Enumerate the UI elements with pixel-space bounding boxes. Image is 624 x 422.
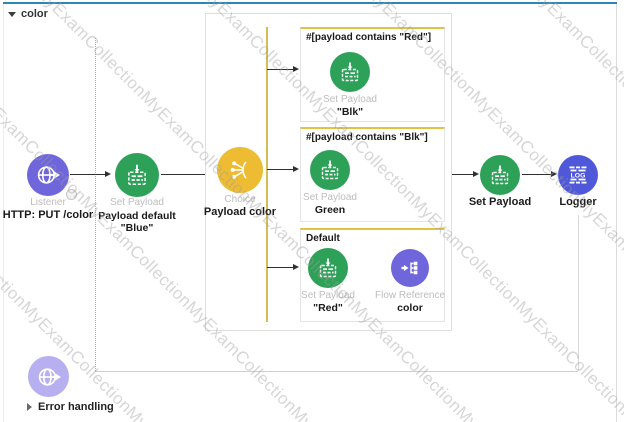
listener-type-label: Listener xyxy=(30,197,66,208)
set-payload-icon xyxy=(316,256,340,280)
flow-right-border xyxy=(578,215,579,371)
flow-reference-name-label: color xyxy=(397,302,423,314)
choice-type-label: Choice xyxy=(224,194,256,205)
expand-triangle-icon xyxy=(27,403,32,411)
logger-icon: LOG xyxy=(566,163,590,187)
flow-title: color xyxy=(21,8,48,20)
choice-branch-rail xyxy=(266,27,268,322)
branch-1-set-payload-node[interactable] xyxy=(330,52,370,92)
http-globe-icon xyxy=(36,364,62,390)
set-payload-final-node[interactable] xyxy=(480,155,520,195)
listener-name-label: HTTP: PUT /color xyxy=(2,209,94,221)
set-payload-1-node[interactable] xyxy=(115,153,159,197)
branch-3-type-label: Set Payload xyxy=(301,290,355,301)
logger-node[interactable]: LOG xyxy=(558,155,598,195)
svg-text:LOG: LOG xyxy=(571,173,586,180)
listener-node[interactable] xyxy=(27,154,69,196)
set-payload-final-label: Set Payload xyxy=(468,196,532,208)
set-payload-icon xyxy=(488,163,512,187)
canvas-right-border xyxy=(616,4,617,422)
listener-badge xyxy=(66,189,77,200)
canvas-left-border xyxy=(3,4,4,422)
choice-branch-icon xyxy=(227,157,253,183)
flow-collapse-toggle[interactable]: color xyxy=(8,7,48,21)
flow-bottom-border xyxy=(95,371,578,372)
logger-label: Logger xyxy=(559,196,597,208)
choice-name-label: Payload color xyxy=(203,206,277,218)
arrow-rail-to-branch2 xyxy=(267,166,299,172)
branch-2-type-label: Set Payload xyxy=(303,192,357,203)
ghost-listener-icon xyxy=(28,356,69,397)
arrow-rail-to-branch3 xyxy=(267,264,299,270)
selected-flow-top-accent xyxy=(3,2,617,4)
choice-when-branch-1[interactable]: #[payload contains "Red"] xyxy=(300,27,445,122)
set-payload-icon xyxy=(124,162,150,188)
set-payload-1-name-line1: Payload default xyxy=(98,210,176,222)
arrow-setpayload-to-logger xyxy=(522,171,557,177)
branch-3-condition: Default xyxy=(306,233,340,244)
choice-node[interactable] xyxy=(217,147,263,193)
http-globe-icon xyxy=(35,162,61,188)
branch-3-set-payload-node[interactable] xyxy=(308,248,348,288)
arrow-rail-to-branch1 xyxy=(267,66,299,72)
source-processor-divider xyxy=(95,38,96,371)
branch-1-condition: #[payload contains "Red"] xyxy=(306,32,432,43)
arrow-listener-to-setpayload xyxy=(70,171,111,177)
set-payload-icon xyxy=(318,158,342,182)
error-handling-toggle[interactable]: Error handling xyxy=(27,401,114,413)
branch-1-name-label: "Blk" xyxy=(336,106,364,118)
error-handling-label: Error handling xyxy=(38,401,114,413)
arrow-setpayload-to-choice xyxy=(161,171,216,177)
flow-reference-icon xyxy=(398,256,422,280)
branch-3-name-label: "Red" xyxy=(313,302,343,314)
arrow-choice-to-setpayload xyxy=(451,171,479,177)
branch-2-name-label: Green xyxy=(314,204,346,216)
set-payload-icon xyxy=(338,60,362,84)
branch-1-type-label: Set Payload xyxy=(323,94,377,105)
flow-reference-node[interactable] xyxy=(391,249,429,287)
set-payload-1-type-label: Set Payload xyxy=(110,197,164,208)
branch-2-set-payload-node[interactable] xyxy=(310,150,350,190)
flow-reference-type-label: Flow Reference xyxy=(374,290,446,301)
collapse-triangle-icon xyxy=(8,11,16,17)
branch-2-condition: #[payload contains "Blk"] xyxy=(306,132,428,143)
set-payload-1-name-line2: "Blue" xyxy=(120,222,154,234)
